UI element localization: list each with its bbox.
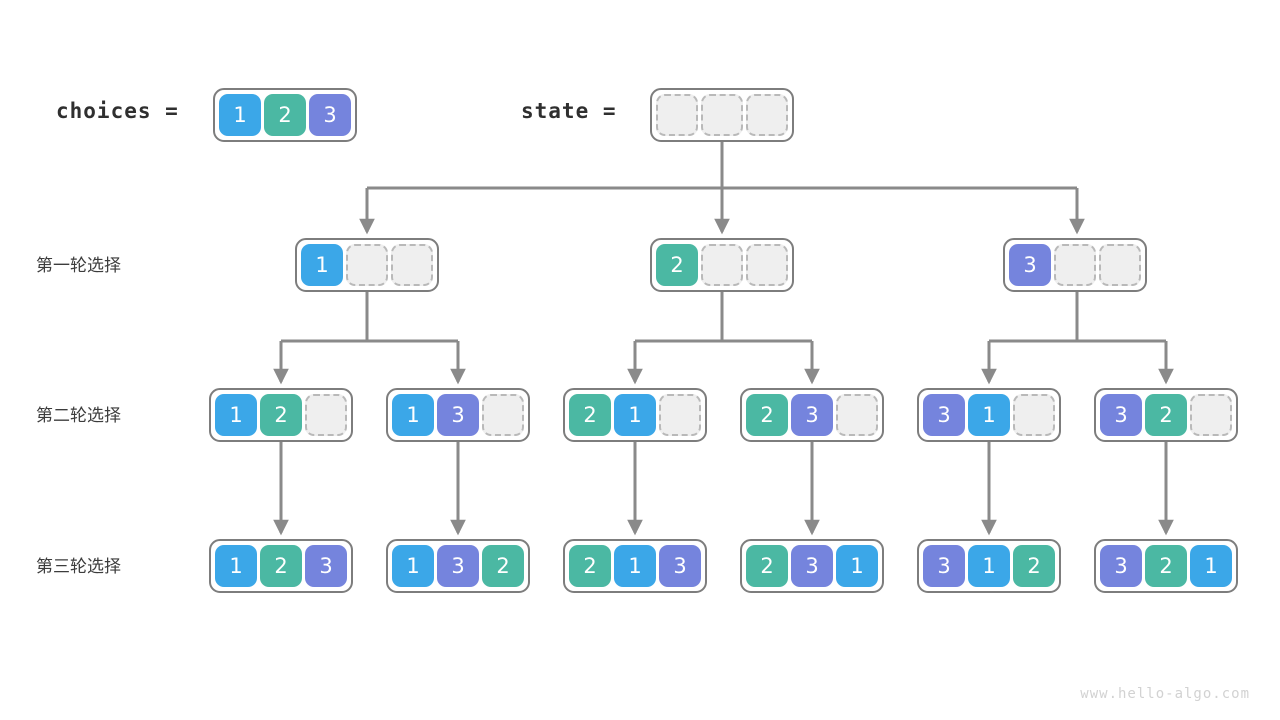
node-r3n1: 1 2 3: [209, 539, 353, 593]
cell-r1n1-2: [391, 244, 433, 286]
cell-r2n3-2: [659, 394, 701, 436]
cell-r3n2-2: 2: [482, 545, 524, 587]
cell-r3n3-1: 1: [614, 545, 656, 587]
watermark: www.hello-algo.com: [1080, 686, 1250, 702]
cell-r2n4-0: 2: [746, 394, 788, 436]
cell-r2n1-0: 1: [215, 394, 257, 436]
cell-r3n1-0: 1: [215, 545, 257, 587]
cell-r2n1-2: [305, 394, 347, 436]
cell-r2n5-2: [1013, 394, 1055, 436]
cell-r3n3-2: 3: [659, 545, 701, 587]
cell-r2n6-2: [1190, 394, 1232, 436]
node-r1n1: 1: [295, 238, 439, 292]
row-label-round-3: 第三轮选择: [36, 557, 121, 577]
node-r3n5: 3 1 2: [917, 539, 1061, 593]
cell-r3n2-1: 3: [437, 545, 479, 587]
cell-r3n5-0: 3: [923, 545, 965, 587]
row-label-round-1: 第一轮选择: [36, 256, 121, 276]
cell-r1n3-0: 3: [1009, 244, 1051, 286]
node-r1n3: 3: [1003, 238, 1147, 292]
cell-r2n1-1: 2: [260, 394, 302, 436]
state-label: state =: [521, 99, 617, 123]
cell-r3n4-1: 3: [791, 545, 833, 587]
cell-r2n3-0: 2: [569, 394, 611, 436]
cell-r2n6-1: 2: [1145, 394, 1187, 436]
row-label-round-2: 第二轮选择: [36, 406, 121, 426]
cell-r1n2-0: 2: [656, 244, 698, 286]
node-r3n6: 3 2 1: [1094, 539, 1238, 593]
cell-r2n4-2: [836, 394, 878, 436]
cell-r2n2-0: 1: [392, 394, 434, 436]
state-cell-1: [701, 94, 743, 136]
cell-r2n5-0: 3: [923, 394, 965, 436]
cell-r3n1-1: 2: [260, 545, 302, 587]
node-r3n4: 2 3 1: [740, 539, 884, 593]
cell-r2n2-2: [482, 394, 524, 436]
cell-r1n2-1: [701, 244, 743, 286]
cell-r1n2-2: [746, 244, 788, 286]
cell-r1n3-1: [1054, 244, 1096, 286]
node-r1n2: 2: [650, 238, 794, 292]
cell-r3n6-1: 2: [1145, 545, 1187, 587]
cell-r3n6-0: 3: [1100, 545, 1142, 587]
cell-r3n3-0: 2: [569, 545, 611, 587]
node-r3n2: 1 3 2: [386, 539, 530, 593]
node-r2n2: 1 3: [386, 388, 530, 442]
node-r3n3: 2 1 3: [563, 539, 707, 593]
state-cell-0: [656, 94, 698, 136]
cell-r2n5-1: 1: [968, 394, 1010, 436]
cell-r3n4-2: 1: [836, 545, 878, 587]
node-r2n1: 1 2: [209, 388, 353, 442]
choices-array: 1 2 3: [213, 88, 357, 142]
cell-r2n3-1: 1: [614, 394, 656, 436]
cell-r1n1-0: 1: [301, 244, 343, 286]
node-r2n6: 3 2: [1094, 388, 1238, 442]
cell-r3n2-0: 1: [392, 545, 434, 587]
cell-r3n1-2: 3: [305, 545, 347, 587]
cell-r1n1-1: [346, 244, 388, 286]
cell-r2n6-0: 3: [1100, 394, 1142, 436]
choices-label: choices =: [56, 99, 179, 123]
node-r2n4: 2 3: [740, 388, 884, 442]
cell-r2n4-1: 3: [791, 394, 833, 436]
cell-r3n6-2: 1: [1190, 545, 1232, 587]
state-cell-2: [746, 94, 788, 136]
cell-r1n3-2: [1099, 244, 1141, 286]
choices-cell-2: 3: [309, 94, 351, 136]
choices-cell-1: 2: [264, 94, 306, 136]
state-array: [650, 88, 794, 142]
cell-r3n4-0: 2: [746, 545, 788, 587]
cell-r3n5-1: 1: [968, 545, 1010, 587]
choices-cell-0: 1: [219, 94, 261, 136]
node-r2n5: 3 1: [917, 388, 1061, 442]
cell-r3n5-2: 2: [1013, 545, 1055, 587]
cell-r2n2-1: 3: [437, 394, 479, 436]
node-r2n3: 2 1: [563, 388, 707, 442]
